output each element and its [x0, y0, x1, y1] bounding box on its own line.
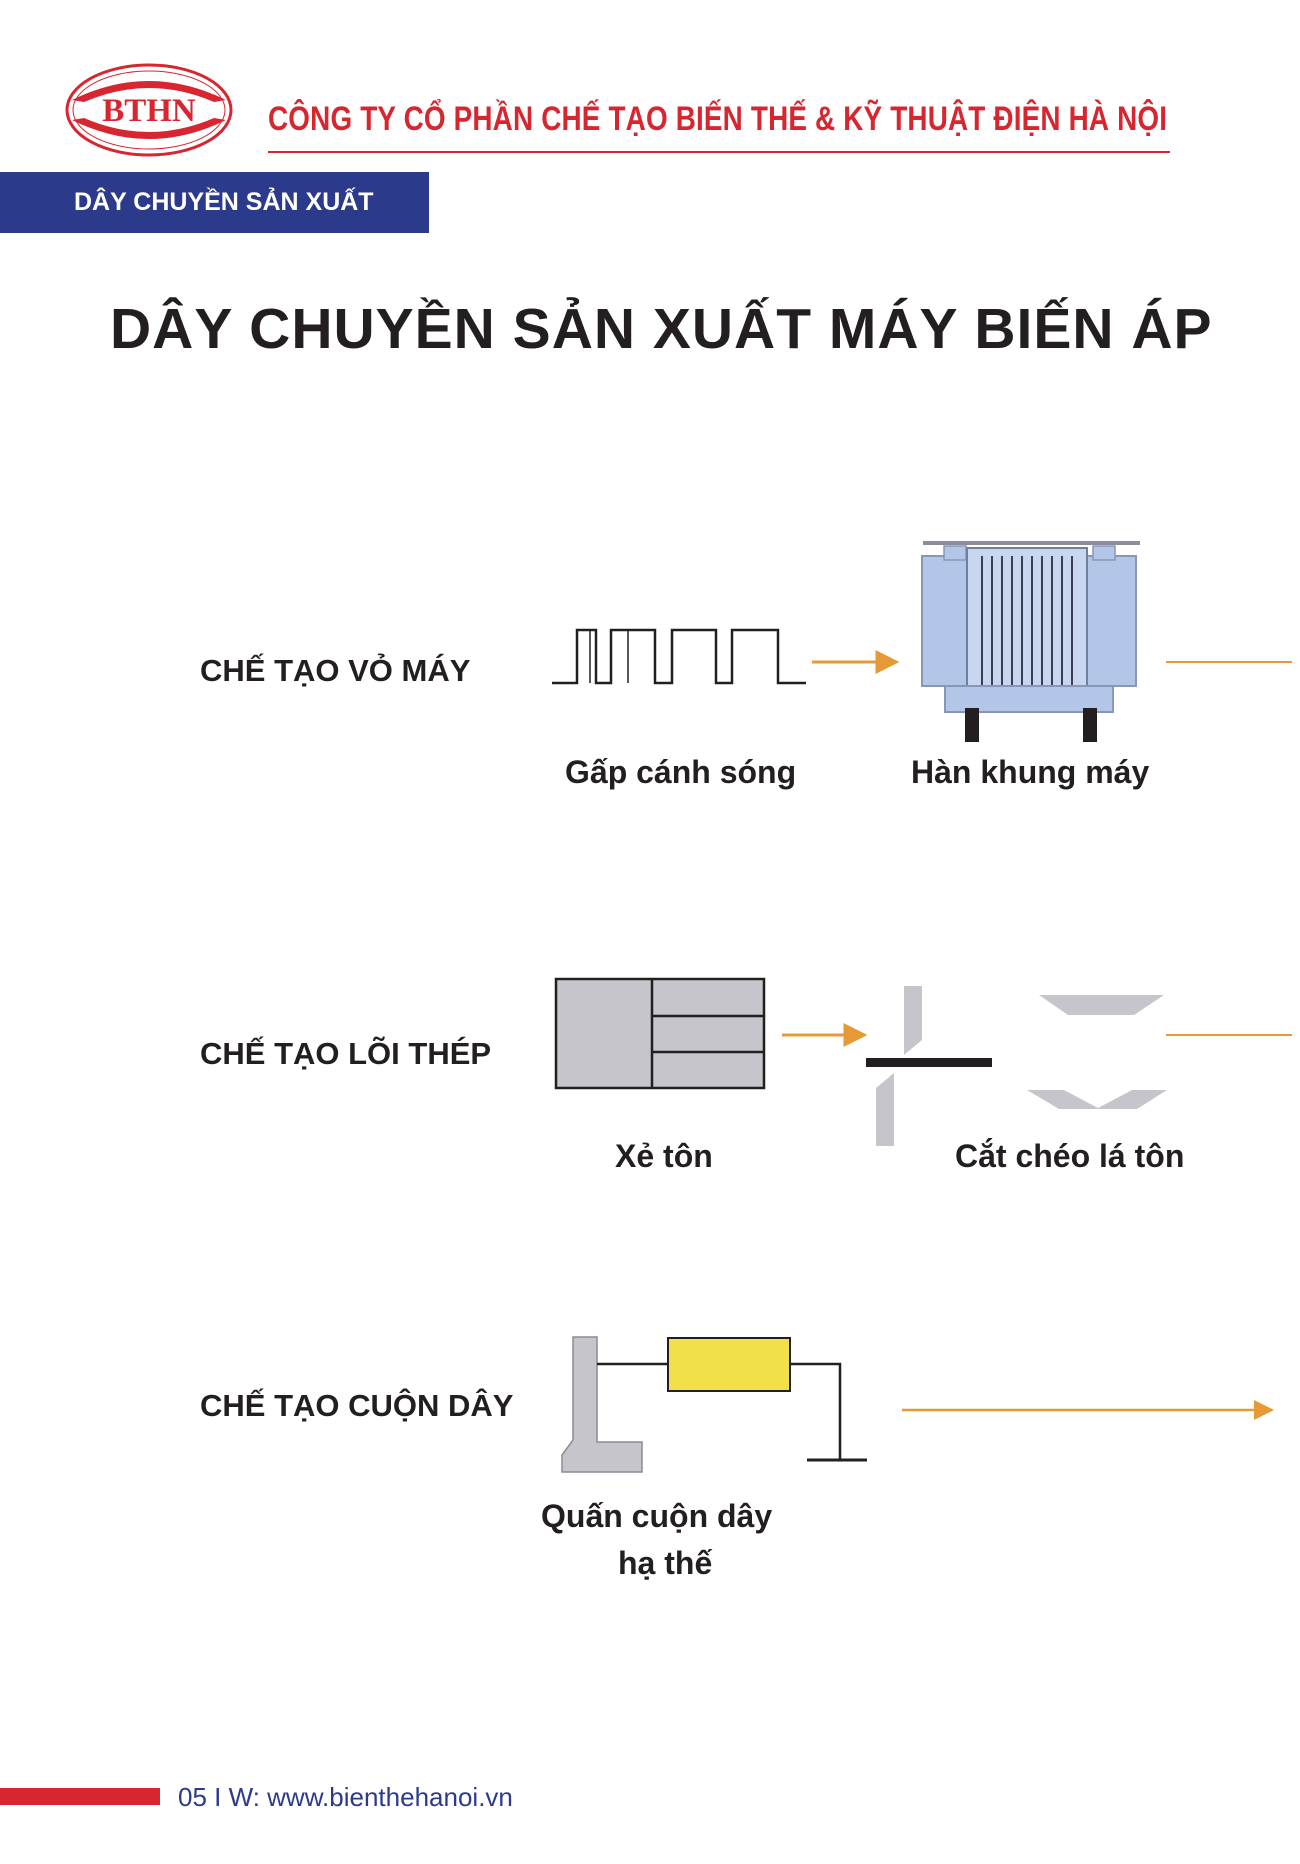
footer-separator: I	[214, 1782, 222, 1812]
diagonal-cut-icon	[866, 986, 1167, 1146]
page-number: 05	[178, 1782, 207, 1812]
step-caption-fin-folding: Gấp cánh sóng	[565, 754, 797, 790]
transformer-tank-icon	[921, 541, 1140, 742]
row-label-core: CHẾ TẠO LÕI THÉP	[200, 1036, 492, 1071]
section-label: DÂY CHUYỀN SẢN XUẤT	[74, 188, 374, 216]
row-label-coil: CHẾ TẠO CUỘN DÂY	[200, 1388, 514, 1423]
footer: 05 I W: www.bienthehanoi.vn	[178, 1782, 513, 1813]
corrugated-fin-icon	[552, 628, 806, 685]
steel-sheet-slitting-icon	[554, 977, 766, 1090]
page-title: DÂY CHUYỀN SẢN XUẤT MÁY BIẾN ÁP	[110, 297, 1213, 361]
section-banner	[0, 172, 429, 233]
footer-accent-bar	[0, 1788, 160, 1805]
row-label-tank: CHẾ TẠO VỎ MÁY	[200, 653, 471, 688]
website-prefix: W:	[228, 1782, 260, 1812]
step-caption-winding-line1: Quấn cuộn dây	[541, 1498, 773, 1534]
step-caption-winding-line2: hạ thế	[618, 1545, 713, 1581]
logo-text: BTHN	[102, 93, 196, 129]
company-name: CÔNG TY CỔ PHẦN CHẾ TẠO BIẾN THẾ & KỸ TH…	[268, 100, 1168, 138]
header-divider	[268, 151, 1170, 153]
website-link[interactable]: www.bienthehanoi.vn	[267, 1782, 513, 1812]
winding-machine-icon	[561, 1336, 867, 1473]
step-caption-frame-welding: Hàn khung máy	[911, 754, 1150, 790]
step-caption-slitting: Xẻ tôn	[615, 1138, 713, 1174]
step-caption-diagonal-cutting: Cắt chéo lá tôn	[955, 1138, 1185, 1174]
company-logo: BTHN	[65, 63, 233, 157]
